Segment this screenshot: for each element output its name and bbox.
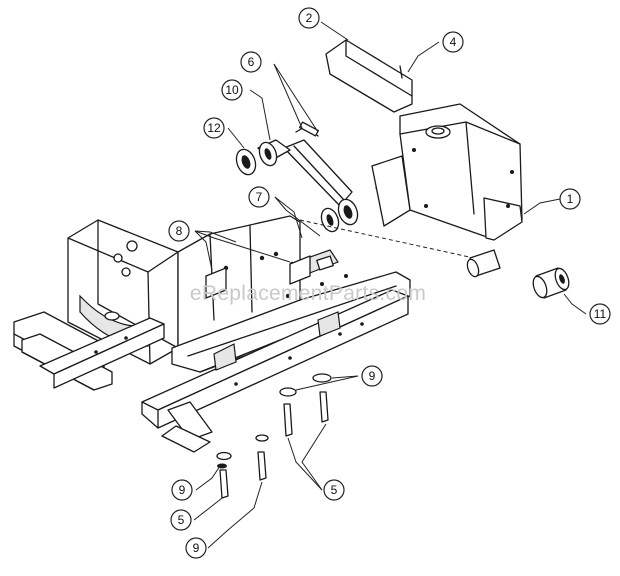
callout-11: 11: [589, 303, 611, 325]
callout-1-label: 1: [567, 192, 574, 206]
callout-6: 6: [240, 51, 262, 73]
callout-9-left: 9: [171, 479, 193, 501]
frame-assembly: [13, 215, 411, 453]
cover-part: [325, 39, 413, 113]
callout-2: 2: [298, 7, 320, 29]
axle-assembly: [235, 121, 385, 233]
callout-11-label: 11: [594, 307, 607, 321]
callout-12: 12: [203, 117, 225, 139]
callout-9-upper: 9: [361, 365, 383, 387]
leader-lines: [193, 21, 587, 549]
callout-1: 1: [559, 188, 581, 210]
watermark-text: eReplacementParts.com: [190, 282, 426, 305]
callout-9-bottom-label: 9: [193, 541, 200, 555]
callout-7-label: 7: [256, 190, 263, 204]
transaxle-housing: [299, 103, 523, 278]
callout-12-label: 12: [207, 121, 221, 135]
callout-2-label: 2: [306, 11, 313, 25]
callout-5-right-label: 5: [331, 483, 338, 497]
callout-4-label: 4: [450, 35, 457, 49]
callout-5-left-label: 5: [178, 513, 185, 527]
callout-4: 4: [442, 31, 464, 53]
hardware: [216, 373, 332, 499]
callout-7: 7: [248, 186, 270, 208]
coupler-part: [532, 267, 570, 299]
callout-8: 8: [168, 220, 190, 242]
callout-9-left-label: 9: [179, 483, 186, 497]
callout-10: 10: [221, 79, 243, 101]
callout-5-right: 5: [323, 479, 345, 501]
callout-9-upper-label: 9: [369, 369, 376, 383]
callout-5-left: 5: [170, 509, 192, 531]
callout-6-label: 6: [248, 55, 255, 69]
callout-9-bottom: 9: [185, 537, 207, 559]
callout-8-label: 8: [176, 224, 183, 238]
callout-10-label: 10: [225, 83, 239, 97]
